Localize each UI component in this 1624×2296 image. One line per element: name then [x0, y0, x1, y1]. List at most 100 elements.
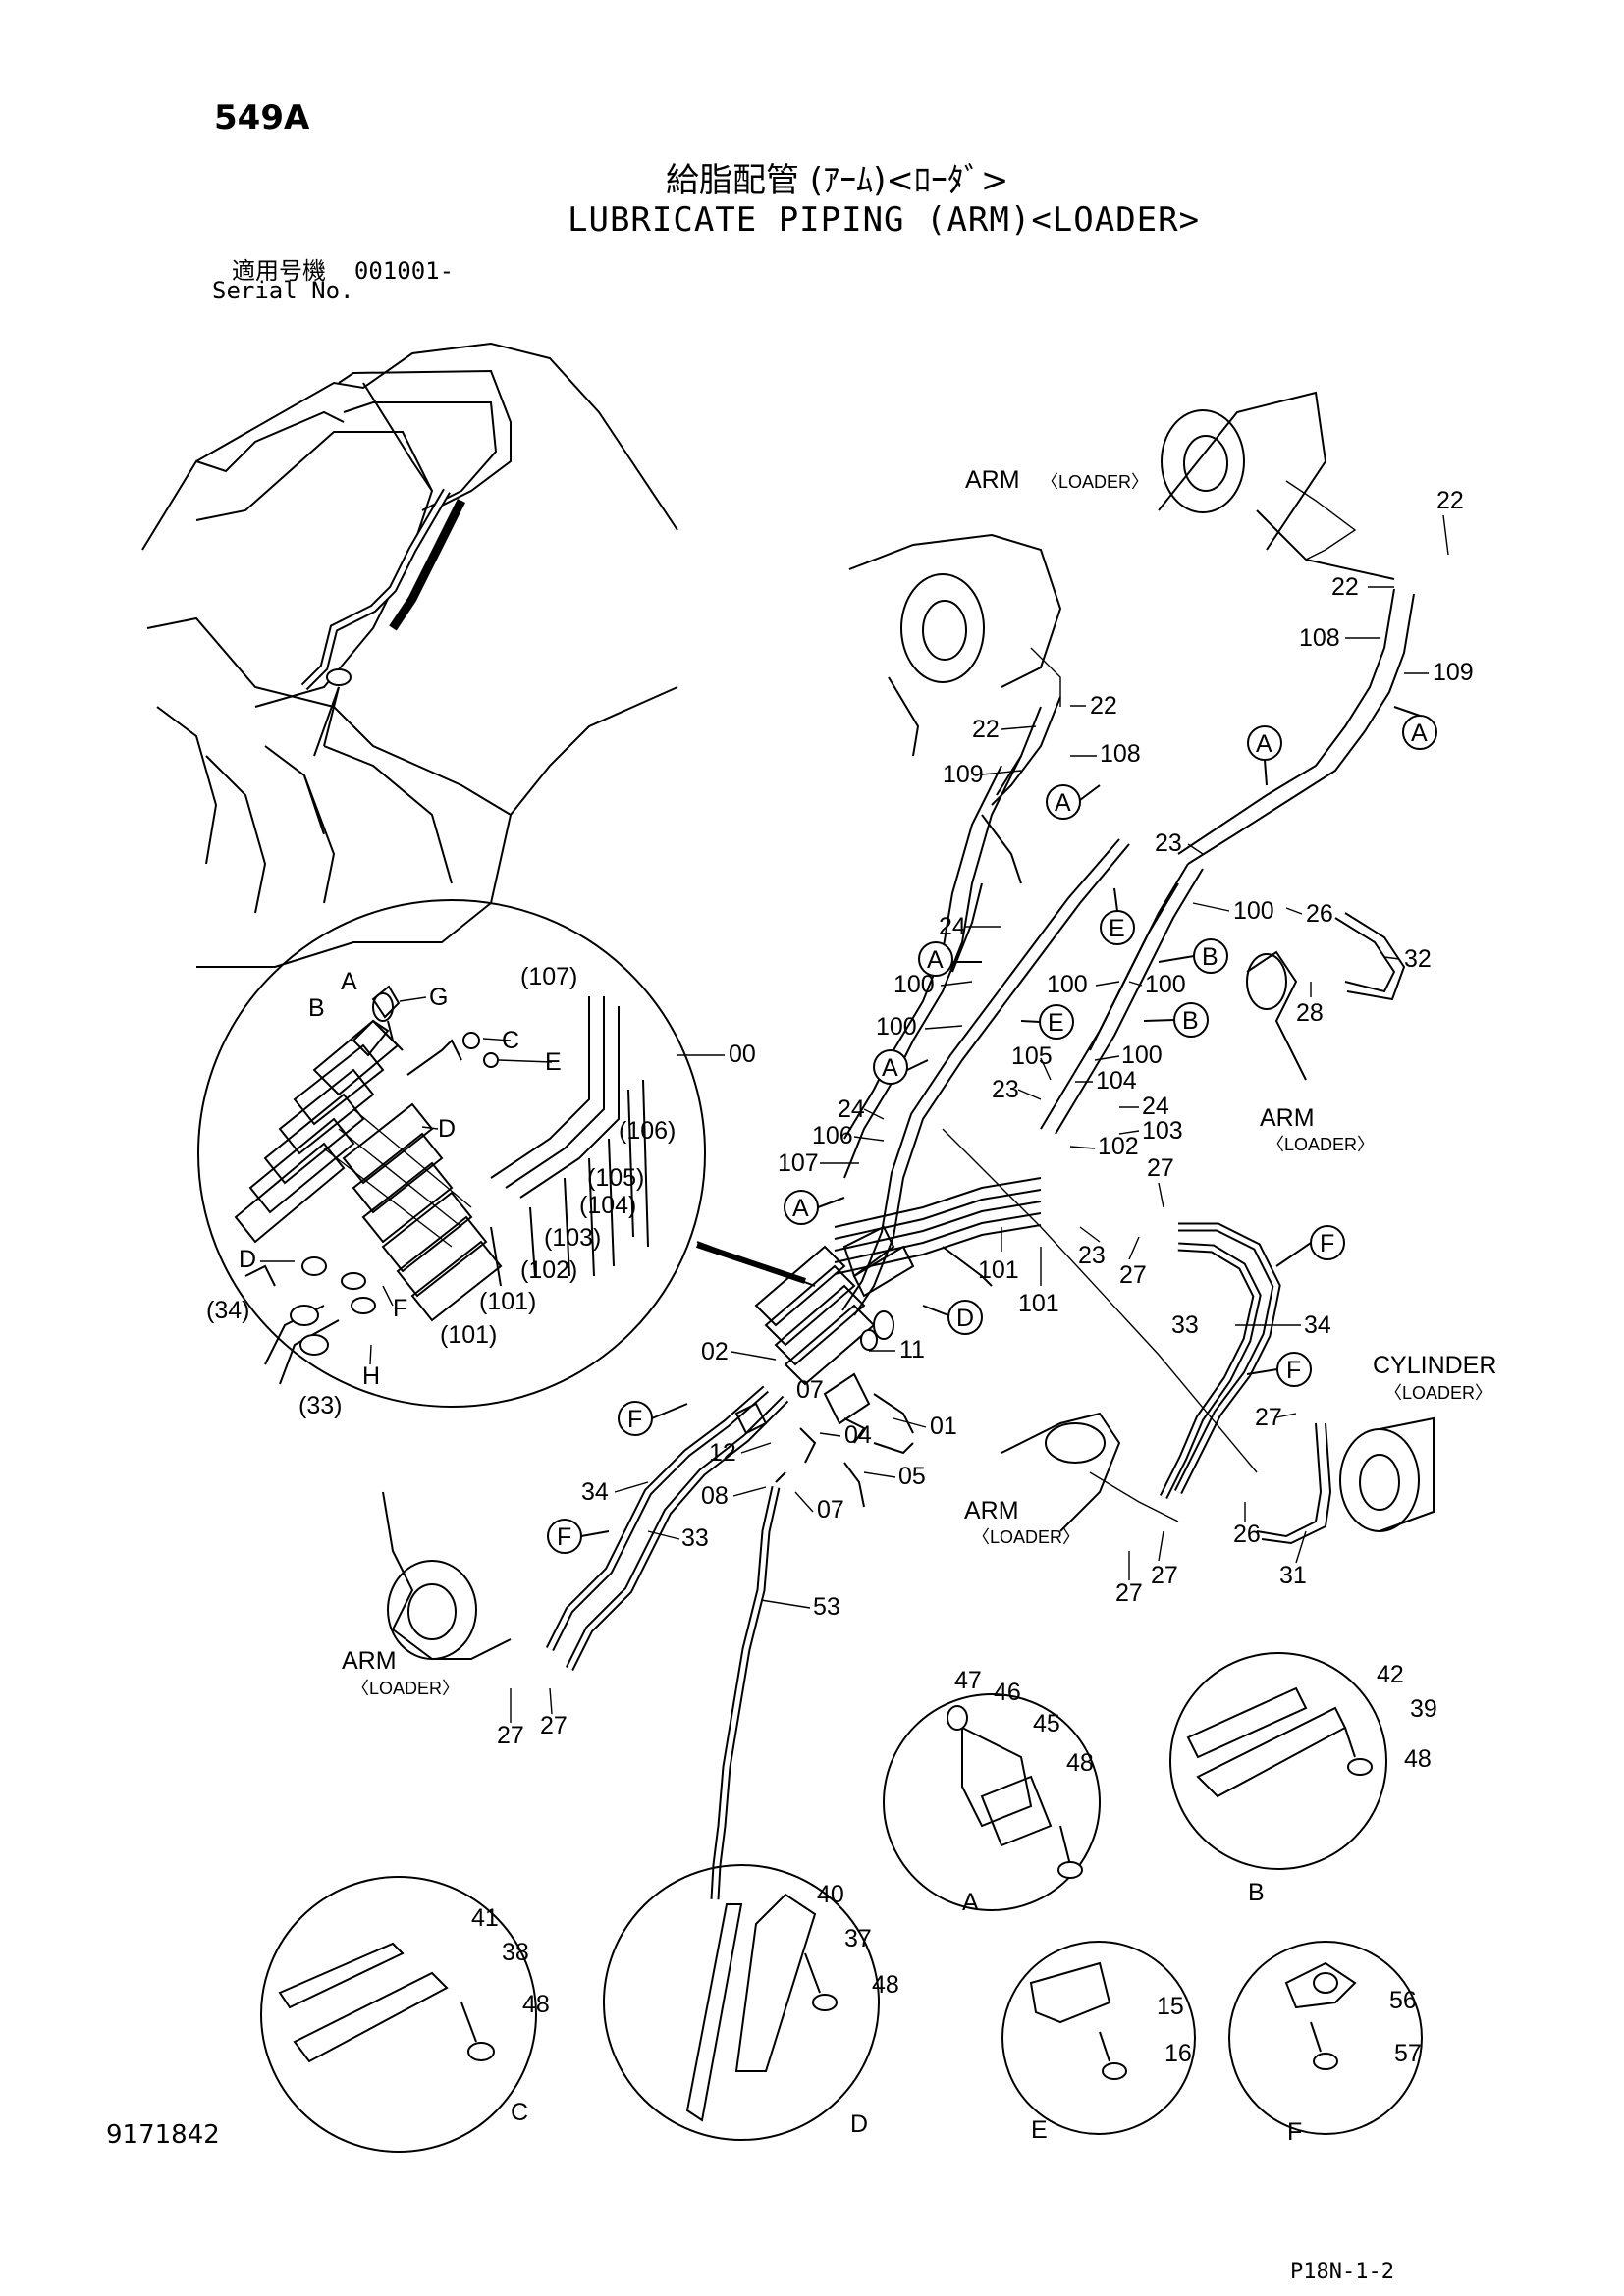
callout-23-a: 23 — [1155, 829, 1182, 857]
callout-27-b: 27 — [1119, 1261, 1147, 1289]
inset-part-00: 00 — [729, 1041, 756, 1068]
callout-108-a: 108 — [1299, 624, 1340, 652]
detail-c-letter: C — [511, 2099, 528, 2126]
detail-a-letter: A — [962, 1889, 979, 1916]
detail-d-part-37: 37 — [844, 1925, 872, 1952]
detail-b-letter: B — [1248, 1879, 1265, 1906]
arm-lower-left: ARM 〈LOADER〉 — [342, 1491, 512, 1698]
detail-a-part-48: 48 — [1066, 1749, 1094, 1777]
callout-24-c: 24 — [838, 1095, 865, 1123]
arm-middle-top — [848, 533, 1062, 757]
callout-04: 04 — [844, 1421, 872, 1449]
callout-27-g: 27 — [540, 1712, 568, 1739]
marker-f-2: F — [1286, 1357, 1301, 1384]
inset-letter-e: E — [545, 1048, 562, 1076]
callout-100-e: 100 — [1145, 971, 1186, 998]
inset-part-106: (106) — [619, 1117, 676, 1145]
detail-a-part-47: 47 — [954, 1667, 982, 1694]
callout-22-a: 22 — [1436, 487, 1464, 514]
detail-c-part-41: 41 — [471, 1904, 499, 1932]
callout-108-b: 108 — [1100, 740, 1141, 768]
label-loader-4: 〈LOADER〉 — [972, 1527, 1080, 1547]
callout-109-a: 109 — [1433, 659, 1474, 686]
drawing-number: 9171842 — [106, 2120, 220, 2150]
detail-e-part-15: 15 — [1157, 1993, 1184, 2020]
machine-overview — [141, 342, 678, 968]
inset-letter-d1: D — [438, 1115, 456, 1143]
callout-12: 12 — [709, 1439, 736, 1467]
title-japanese: 給脂配管 (ｱｰﾑ)<ﾛｰﾀﾞ> — [666, 161, 1009, 200]
callout-23-c: 23 — [1078, 1242, 1106, 1269]
label-loader-3: 〈LOADER〉 — [1384, 1383, 1492, 1403]
callout-05: 05 — [898, 1463, 926, 1490]
detail-f-part-56: 56 — [1389, 1987, 1417, 2014]
inset-part-104: (104) — [579, 1192, 636, 1219]
marker-e-1: E — [1109, 915, 1125, 942]
main-piping — [545, 588, 1415, 1900]
callout-26-b: 26 — [1233, 1521, 1261, 1548]
callout-22-d: 22 — [972, 716, 1000, 743]
title-english: LUBRICATE PIPING (ARM)<LOADER> — [568, 200, 1201, 240]
inset-letter-f: F — [393, 1295, 407, 1322]
marker-d: D — [956, 1305, 974, 1332]
inset-letter-h: H — [362, 1362, 380, 1390]
main-manifold — [734, 1225, 915, 1508]
detail-d-part-48: 48 — [872, 1971, 899, 1999]
detail-b-part-42: 42 — [1377, 1661, 1404, 1688]
callout-33-a: 33 — [1171, 1311, 1199, 1339]
inset-part-33: (33) — [298, 1392, 342, 1419]
inset-part-101a: (101) — [479, 1288, 536, 1315]
label-loader-2: 〈LOADER〉 — [1267, 1135, 1375, 1154]
serial-value: 001001- — [353, 257, 455, 285]
label-loader-1: 〈LOADER〉 — [1041, 472, 1149, 492]
detail-f-part-57: 57 — [1394, 2040, 1422, 2067]
callout-101-b: 101 — [1018, 1290, 1059, 1317]
callout-32: 32 — [1404, 945, 1432, 973]
marker-a-5: A — [882, 1054, 898, 1082]
inset-letter-d2: D — [239, 1246, 256, 1273]
callout-27-e: 27 — [1151, 1562, 1178, 1589]
detail-f: 56 57 F — [1228, 1941, 1423, 2146]
detail-e-letter: E — [1031, 2116, 1048, 2144]
callout-101-a: 101 — [978, 1256, 1019, 1284]
callout-28: 28 — [1296, 999, 1324, 1027]
callout-100-c: 100 — [876, 1013, 917, 1041]
callout-27-d: 27 — [1115, 1579, 1143, 1607]
arm-right-middle: ARM 〈LOADER〉 — [1246, 950, 1375, 1154]
callout-107: 107 — [778, 1149, 819, 1177]
callout-105: 105 — [1011, 1042, 1053, 1070]
label-arm-2: ARM — [1260, 1104, 1315, 1132]
callout-104: 104 — [1096, 1067, 1137, 1095]
inset-part-101b: (101) — [440, 1321, 497, 1349]
callout-103: 103 — [1142, 1117, 1183, 1145]
callout-100-d: 100 — [1047, 971, 1088, 998]
marker-f-3: F — [627, 1406, 642, 1433]
detail-c: 41 38 48 C — [260, 1876, 550, 2153]
callout-24-b: 24 — [1142, 1093, 1169, 1120]
callout-01: 01 — [930, 1413, 957, 1440]
marker-a-4: A — [927, 946, 944, 974]
manifold-inset: A B C D D E F G H (107) 00 (106) (105) (… — [197, 899, 816, 1419]
callout-27-a: 27 — [1147, 1154, 1174, 1182]
detail-d-part-40: 40 — [817, 1881, 844, 1908]
label-arm-1: ARM — [965, 466, 1020, 494]
detail-a-part-45: 45 — [1033, 1710, 1060, 1737]
detail-e-part-16: 16 — [1164, 2040, 1192, 2067]
detail-a-part-46: 46 — [994, 1679, 1021, 1706]
marker-a-6: A — [792, 1195, 809, 1222]
callout-23-b: 23 — [992, 1076, 1019, 1103]
callout-22-b: 22 — [1331, 573, 1359, 601]
detail-d-letter: D — [850, 2110, 868, 2138]
marker-e-2: E — [1048, 1009, 1064, 1037]
arm-top-right: ARM 〈LOADER〉 — [965, 391, 1395, 580]
marker-a-1: A — [1256, 730, 1272, 758]
detail-b-part-39: 39 — [1410, 1695, 1437, 1723]
label-arm-3: ARM — [964, 1497, 1019, 1524]
inset-part-107: (107) — [520, 963, 577, 990]
arm-lower-middle: ARM 〈LOADER〉 — [964, 1412, 1179, 1547]
detail-c-part-48: 48 — [522, 1991, 550, 2018]
serial-label-jp: 適用号機 — [232, 257, 326, 285]
inset-letter-c: C — [502, 1027, 519, 1054]
callout-100-f: 100 — [1121, 1041, 1163, 1069]
